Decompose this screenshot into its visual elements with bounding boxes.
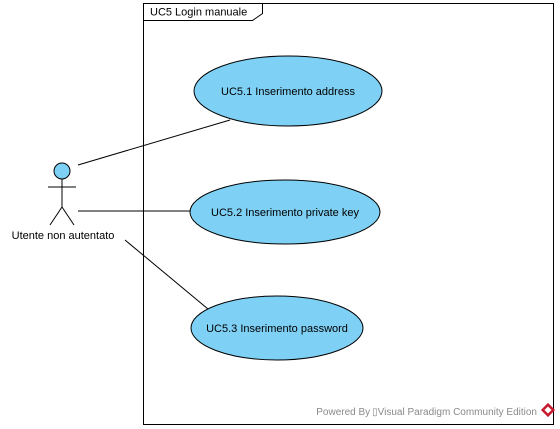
- actor-label: Utente non autentato: [12, 230, 115, 242]
- actor-right-leg: [61, 206, 75, 226]
- use-case-ellipse: [190, 295, 364, 361]
- use-case-label: UC5.3 Inserimento password: [206, 323, 348, 335]
- actor-left-leg: [49, 206, 63, 226]
- use-case-uc51[interactable]: UC5.1 Inserimento address: [193, 55, 383, 127]
- system-title-tab: [143, 3, 263, 21]
- watermark-text: Powered By ▯Visual Paradigm Community Ed…: [316, 407, 537, 418]
- system-title: UC5 Login manuale: [150, 7, 247, 19]
- association-uc53: [124, 239, 209, 310]
- association-uc51: [77, 119, 231, 166]
- actor[interactable]: Utente non autentato: [12, 162, 115, 242]
- use-case-uc53[interactable]: UC5.3 Inserimento password: [190, 295, 364, 361]
- use-case-ellipse: [193, 55, 383, 127]
- actor-head: [53, 162, 71, 180]
- associations: [77, 119, 231, 310]
- watermark: Powered By ▯Visual Paradigm Community Ed…: [316, 402, 556, 418]
- use-case-ellipse: [189, 179, 381, 245]
- use-case-label: UC5.1 Inserimento address: [221, 86, 355, 98]
- use-case-uc52[interactable]: UC5.2 Inserimento private key: [189, 179, 381, 245]
- use-case-label: UC5.2 Inserimento private key: [211, 207, 359, 219]
- visual-paradigm-logo-icon: [540, 402, 556, 418]
